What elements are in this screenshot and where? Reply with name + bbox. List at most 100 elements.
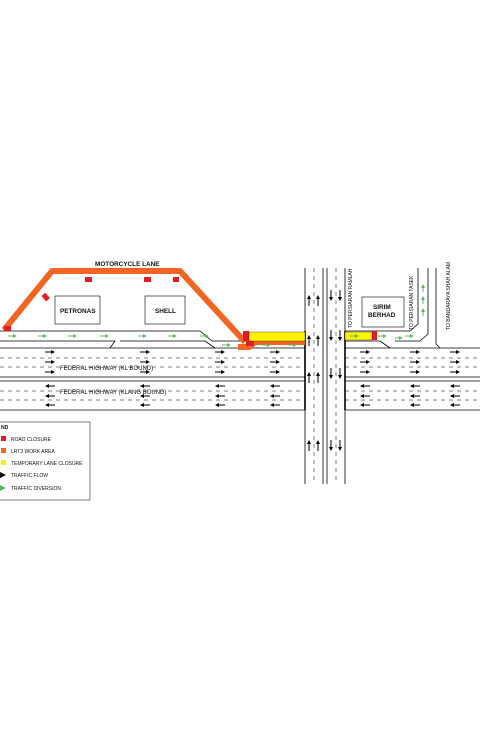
traffic-flow-arrow xyxy=(307,295,311,306)
traffic-diversion-arrow xyxy=(168,334,177,338)
work-area-strip xyxy=(238,341,305,350)
traffic-flow-arrow xyxy=(410,394,420,398)
traffic-diversion-arrow xyxy=(395,336,403,340)
traffic-diversion-arrow xyxy=(68,334,77,338)
lane-markings xyxy=(0,357,480,401)
traffic-flow-arrow xyxy=(45,350,55,354)
traffic-flow-arrow xyxy=(329,290,333,301)
traffic-flow-arrow xyxy=(338,440,342,451)
motorcycle-lane-work-area xyxy=(1,268,248,345)
traffic-flow-arrow xyxy=(360,360,370,364)
traffic-flow-arrow xyxy=(140,350,150,354)
traffic-flow-arrow xyxy=(338,368,342,379)
traffic-flow-arrow xyxy=(307,440,311,451)
shell-label: SHELL xyxy=(155,308,176,315)
traffic-flow-arrow xyxy=(410,350,420,354)
traffic-flow-arrow xyxy=(307,335,311,346)
traffic-flow-arrow xyxy=(450,370,460,374)
traffic-diversion-arrow xyxy=(38,334,47,338)
traffic-flow-arrow xyxy=(316,440,320,451)
traffic-diversion-arrow xyxy=(262,343,271,347)
legend-label: LRT3 WORK AREA xyxy=(11,449,55,455)
legend-item-work-area: LRT3 WORK AREA xyxy=(1,448,55,455)
traffic-flow-arrow xyxy=(215,384,225,388)
to-tasek-label: TO PERSIARAN TASEK xyxy=(409,275,415,330)
traffic-diversion-arrow xyxy=(100,334,109,338)
traffic-flow-arrow xyxy=(410,360,420,364)
traffic-flow-arrow xyxy=(360,394,370,398)
traffic-flow-arrow xyxy=(450,350,460,354)
traffic-flow-arrow xyxy=(45,384,55,388)
to-bandaraya-label: TO BANDARAYA SHAH ALAM xyxy=(446,262,452,330)
traffic-flow-arrow xyxy=(329,330,333,341)
lane-closure-swatch xyxy=(1,460,6,465)
traffic-flow-arrow xyxy=(316,295,320,306)
traffic-flow-arrow xyxy=(215,350,225,354)
traffic-flow-arrow xyxy=(360,384,370,388)
traffic-diversion-arrow xyxy=(421,284,425,292)
traffic-flow-arrow xyxy=(140,370,150,374)
traffic-flow-arrow xyxy=(450,384,460,388)
sirim-building xyxy=(361,296,405,328)
traffic-flow-arrow xyxy=(360,403,370,407)
traffic-diversion-arrow xyxy=(222,343,231,347)
traffic-flow-arrow xyxy=(360,350,370,354)
to-ramlah-label: TO PERSIARAN RAMLAH xyxy=(348,268,354,328)
traffic-flow-arrow xyxy=(360,370,370,374)
traffic-flow-arrow xyxy=(410,370,420,374)
traffic-flow-arrow xyxy=(270,370,280,374)
cross-road xyxy=(304,268,346,484)
legend-label: ROAD CLOSURE xyxy=(11,437,52,443)
traffic-diversion-arrow xyxy=(8,334,17,338)
traffic-flow-arrow xyxy=(140,384,150,388)
traffic-diversion-arrow xyxy=(405,334,414,338)
traffic-flow-arrow xyxy=(45,394,55,398)
traffic-flow-arrow xyxy=(270,350,280,354)
traffic-flow-arrow xyxy=(450,394,460,398)
motorcycle-lane-label: MOTORCYCLE LANE xyxy=(95,261,160,268)
traffic-diversion-arrow xyxy=(378,334,387,338)
traffic-flow-arrow xyxy=(45,370,55,374)
traffic-flow-arrow xyxy=(215,394,225,398)
traffic-flow-arrow xyxy=(307,372,311,383)
traffic-diversion-arrow-icon xyxy=(0,485,6,491)
traffic-flow-arrow xyxy=(270,384,280,388)
traffic-flow-arrow xyxy=(410,384,420,388)
traffic-flow-arrow xyxy=(338,330,342,341)
legend-label: TRAFFIC DIVERSION xyxy=(11,486,61,492)
traffic-flow-arrow xyxy=(338,290,342,301)
federal-klang-label: FEDERAL HIGHWAY (KLANG BOUND) xyxy=(60,390,166,396)
legend-box xyxy=(0,421,91,501)
traffic-flow-arrow xyxy=(215,403,225,407)
cross-road-lanes xyxy=(313,268,337,484)
traffic-flow-arrow xyxy=(140,360,150,364)
buildings xyxy=(54,295,405,328)
legend-item-traffic-flow: TRAFFIC FLOW xyxy=(0,472,48,479)
traffic-flow-arrow xyxy=(316,372,320,383)
petronas-building xyxy=(54,295,101,325)
traffic-diversion-arrow xyxy=(350,334,359,338)
legend-item-road-closure: ROAD CLOSURE xyxy=(1,436,52,443)
legend-item-lane-closure: TEMPORARY LANE CLOSURE xyxy=(1,460,83,467)
traffic-flow-arrow xyxy=(140,403,150,407)
stop-lines xyxy=(304,331,346,410)
legend-title: ND xyxy=(1,425,9,431)
traffic-flow-arrow xyxy=(329,368,333,379)
traffic-flow-arrow xyxy=(410,403,420,407)
traffic-flow-arrow-icon xyxy=(0,472,6,478)
traffic-flow-arrow xyxy=(316,335,320,346)
petronas-label: PETRONAS xyxy=(60,308,96,315)
traffic-flow-arrows xyxy=(45,290,460,451)
federal-kl-label: FEDERAL HIGHWAY (KL BOUND) xyxy=(60,366,153,372)
legend-label: TEMPORARY LANE CLOSURE xyxy=(11,461,83,467)
traffic-diversion-arrow xyxy=(200,334,209,338)
traffic-flow-arrow xyxy=(270,394,280,398)
sirim-label-line1: SIRIM xyxy=(373,304,391,311)
legend-item-traffic-diversion: TRAFFIC DIVERSION xyxy=(0,485,61,492)
road-closure-swatch xyxy=(1,436,6,441)
work-area-swatch xyxy=(1,448,6,453)
traffic-diversion-arrow xyxy=(288,343,297,347)
traffic-flow-arrow xyxy=(45,360,55,364)
traffic-flow-arrow xyxy=(140,394,150,398)
